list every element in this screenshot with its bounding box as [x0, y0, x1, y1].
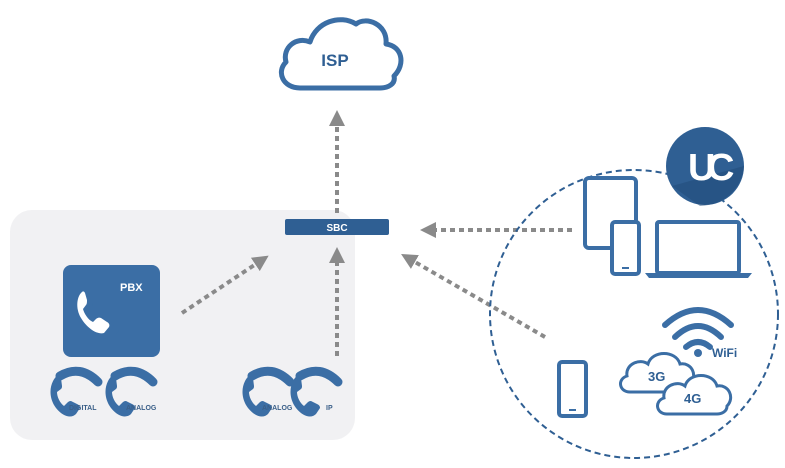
handset-icon: [50, 374, 80, 417]
label-3g: 3G: [648, 369, 665, 384]
sbc-label: SBC: [326, 223, 347, 234]
arrow-mobile-to-sbc: [401, 254, 546, 339]
isp-label: ISP: [321, 51, 348, 70]
phone-analog-1[interactable]: ANALOG: [105, 366, 158, 417]
sbc-device[interactable]: SBC: [285, 219, 389, 235]
pbx-label: PBX: [120, 282, 143, 294]
pbx-handset-icon: [77, 291, 110, 334]
isp-cloud[interactable]: ISP: [279, 17, 404, 91]
handset-arc: [110, 366, 158, 387]
phone-label: ANALOG: [126, 405, 157, 412]
cloud-4g-icon: [656, 374, 733, 416]
phone-label: DIGITAL: [69, 405, 97, 412]
pbx-box[interactable]: PBX: [63, 265, 160, 357]
smartphone-icon: [610, 220, 641, 276]
phone-label: ANALOG: [262, 405, 293, 412]
smartphone-icon: [557, 360, 588, 418]
handset-icon: [242, 374, 272, 417]
cloud-icon: [279, 17, 404, 91]
laptop-icon: [645, 220, 752, 278]
mobility-circle: [489, 169, 779, 459]
handset-arc: [247, 366, 295, 387]
uc-badge[interactable]: U C: [666, 127, 744, 206]
label-4g: 4G: [684, 391, 701, 406]
wifi-icon: [662, 307, 734, 357]
arrow-pbx-to-sbc: [180, 255, 269, 315]
uc-label-u: U: [688, 147, 715, 189]
phone-digital[interactable]: DIGITAL: [50, 366, 103, 417]
handset-icon: [105, 374, 135, 417]
uc-label-c: C: [707, 147, 734, 189]
handset-arc: [55, 366, 103, 387]
wifi-label: WiFi: [712, 346, 737, 360]
phone-analog-2[interactable]: ANALOG: [242, 366, 295, 417]
handset-arc: [295, 366, 343, 387]
phone-ip[interactable]: IP: [290, 366, 343, 417]
handset-icon: [290, 374, 320, 417]
phone-label: IP: [326, 405, 333, 412]
